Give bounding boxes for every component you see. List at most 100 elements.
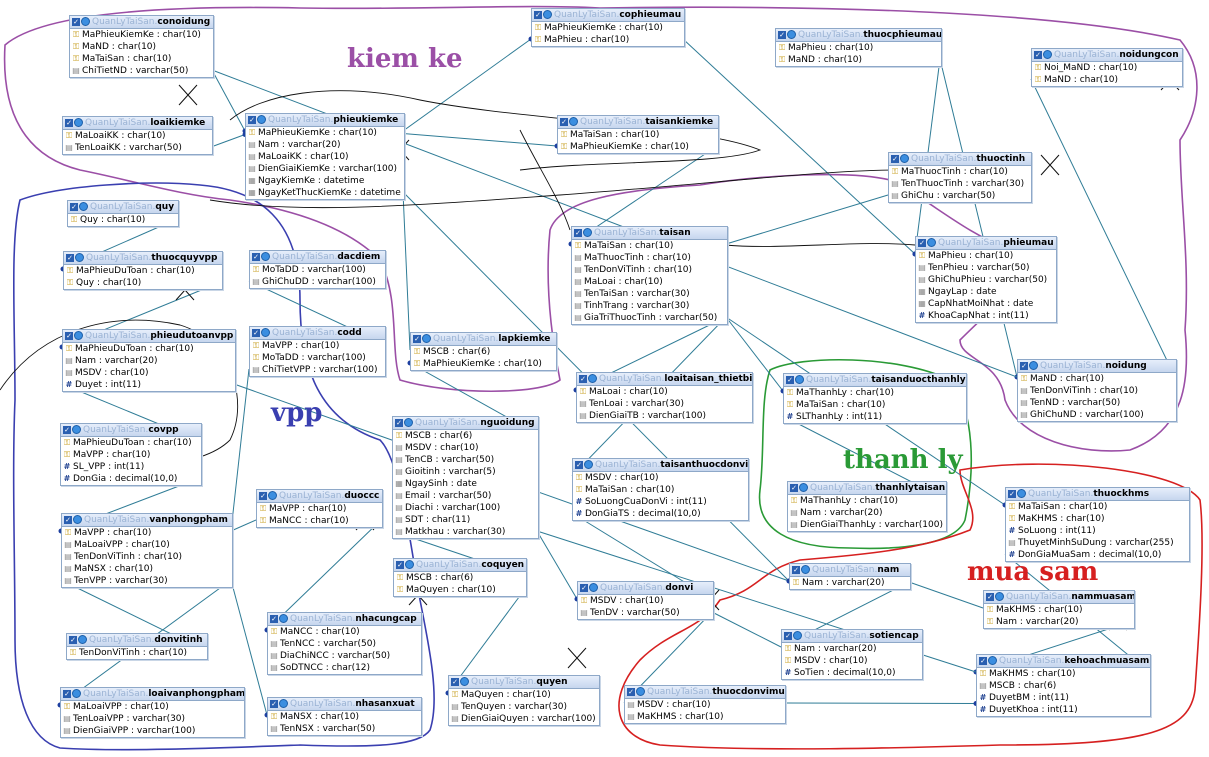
table-field[interactable]: ⚿MaPhieuKiemKe : char(10)	[411, 358, 556, 370]
table-field[interactable]: ⚿MaPhieuKiemKe : char(10)	[558, 141, 718, 153]
checkbox-icon[interactable]: ✓	[784, 631, 792, 640]
table-nhacungcap[interactable]: ✓QuanLyTaiSan.nhacungcap⚿MaNCC : char(10…	[267, 612, 422, 675]
table-thuocphieumau[interactable]: ✓QuanLyTaiSan.thuocphieumau⚿MaPhieu : ch…	[775, 28, 942, 67]
table-field[interactable]: ▤Matkhau : varchar(30)	[393, 526, 538, 538]
table-field[interactable]: ▤MSDV : char(10)	[625, 699, 785, 711]
table-field[interactable]: ▤DiaChiNCC : varchar(50)	[268, 650, 421, 662]
table-field[interactable]: ⚿MaVPP : char(10)	[250, 340, 385, 352]
checkbox-icon[interactable]: ✓	[270, 699, 278, 708]
table-duoccc[interactable]: ✓QuanLyTaiSan.duoccc⚿MaVPP : char(10)⚿Ma…	[256, 489, 383, 528]
table-field[interactable]: ▦NgayKetThucKiemKe : datetime	[246, 187, 404, 199]
checkbox-icon[interactable]: ✓	[579, 374, 587, 383]
table-donvi[interactable]: ✓QuanLyTaiSan.donvi⚿MSDV : char(10)▤TenD…	[577, 581, 714, 620]
checkbox-icon[interactable]: ✓	[627, 687, 635, 696]
table-field[interactable]: ⚿MaKHMS : char(10)	[977, 668, 1150, 680]
table-field[interactable]: ⚿MaThuocTinh : char(10)	[889, 166, 1031, 178]
table-field[interactable]: ▤TenQuyen : varchar(30)	[449, 701, 599, 713]
table-field[interactable]: ▤TenNSX : varchar(50)	[268, 723, 421, 735]
table-header[interactable]: ✓QuanLyTaiSan.loaikiemke	[63, 117, 212, 130]
table-field[interactable]: #Duyet : int(11)	[63, 379, 235, 391]
table-field[interactable]: #DuyetBM : int(11)	[977, 692, 1150, 704]
table-field[interactable]: #DonGiaTS : decimal(10,0)	[573, 508, 748, 520]
table-noidungcon[interactable]: ✓QuanLyTaiSan.noidungcon⚿Noi_MaND : char…	[1031, 48, 1183, 87]
table-field[interactable]: ⚿MaTaiSan : char(10)	[573, 484, 748, 496]
table-field[interactable]: ⚿Nam : varchar(20)	[984, 616, 1134, 628]
table-field[interactable]: #SoTien : decimal(10,0)	[782, 667, 922, 679]
table-field[interactable]: ⚿TenDonViTinh : char(10)	[67, 647, 207, 659]
checkbox-icon[interactable]: ✓	[395, 418, 403, 427]
table-header[interactable]: ✓QuanLyTaiSan.phieumau	[916, 237, 1056, 250]
table-header[interactable]: ✓QuanLyTaiSan.noidung	[1018, 360, 1176, 373]
table-field[interactable]: #DuyetKhoa : int(11)	[977, 704, 1150, 716]
table-field[interactable]: ▤Gioitinh : varchar(5)	[393, 466, 538, 478]
table-header[interactable]: ✓QuanLyTaiSan.thuocphieumau	[776, 29, 941, 42]
table-field[interactable]: ▤Diachi : varchar(100)	[393, 502, 538, 514]
table-field[interactable]: ⚿MaND : char(10)	[776, 54, 941, 66]
table-thuoctinh[interactable]: ✓QuanLyTaiSan.thuoctinh⚿MaThuocTinh : ch…	[888, 152, 1032, 203]
table-header[interactable]: ✓QuanLyTaiSan.covpp	[61, 424, 201, 437]
table-header[interactable]: ✓QuanLyTaiSan.donvitinh	[67, 634, 207, 647]
table-sotiencap[interactable]: ✓QuanLyTaiSan.sotiencap⚿Nam : varchar(20…	[781, 629, 923, 680]
table-field[interactable]: ⚿MaTaiSan : char(10)	[1006, 501, 1189, 513]
table-nhasanxuat[interactable]: ✓QuanLyTaiSan.nhasanxuat⚿MaNSX : char(10…	[267, 697, 422, 736]
table-header[interactable]: ✓QuanLyTaiSan.coquyen	[394, 559, 526, 572]
table-field[interactable]: ⚿MaLoaiKK : char(10)	[63, 130, 212, 142]
table-header[interactable]: ✓QuanLyTaiSan.noidungcon	[1032, 49, 1182, 62]
table-nguoidung[interactable]: ✓QuanLyTaiSan.nguoidung⚿MSCB : char(6) ▤M…	[392, 416, 539, 539]
checkbox-icon[interactable]: ✓	[396, 560, 404, 569]
table-field[interactable]: ⚿MaTaiSan : char(10)	[558, 129, 718, 141]
table-field[interactable]: ▤DienGiaiQuyen : varchar(100)	[449, 713, 599, 725]
table-header[interactable]: ✓QuanLyTaiSan.taisan	[572, 227, 727, 240]
table-header[interactable]: ✓QuanLyTaiSan.nguoidung	[393, 417, 538, 430]
table-field[interactable]: ⚿MaTaiSan : char(10)	[572, 240, 727, 252]
table-field[interactable]: ▤GiaTriThuocTinh : varchar(50)	[572, 312, 727, 324]
table-field[interactable]: ▤DienGiaiKiemKe : varchar(100)	[246, 163, 404, 175]
table-field[interactable]: #SL_VPP : int(11)	[61, 461, 201, 473]
table-thuocdonvimuasam[interactable]: ✓QuanLyTaiSan.thuocdonvimuasam▤MSDV : ch…	[624, 685, 786, 724]
table-field[interactable]: ⚿MaKHMS : char(10)	[984, 604, 1134, 616]
table-header[interactable]: ✓QuanLyTaiSan.taisankiemke	[558, 116, 718, 129]
table-field[interactable]: ▤SDT : char(11)	[393, 514, 538, 526]
table-field[interactable]: ⚿MoTaDD : varchar(100)	[250, 264, 385, 276]
checkbox-icon[interactable]: ✓	[1008, 489, 1016, 498]
table-field[interactable]: ⚿MaVPP : char(10)	[257, 503, 382, 515]
table-field[interactable]: ⚿MSDV : char(10)	[782, 655, 922, 667]
table-field[interactable]: ▤TenNCC : varchar(50)	[268, 638, 421, 650]
table-field[interactable]: ⚿MaLoai : char(10)	[577, 386, 752, 398]
table-field[interactable]: ⚿MaPhieu : char(10)	[776, 42, 941, 54]
table-field[interactable]: ▤TenDonViTinh : char(10)	[572, 264, 727, 276]
table-header[interactable]: ✓QuanLyTaiSan.quy	[68, 201, 178, 214]
table-dacdiem[interactable]: ✓QuanLyTaiSan.dacdiem⚿MoTaDD : varchar(1…	[249, 250, 386, 289]
table-field[interactable]: ▤TenThuocTinh : varchar(30)	[889, 178, 1031, 190]
table-field[interactable]: ⚿MaNCC : char(10)	[268, 626, 421, 638]
table-field[interactable]: ▤TenLoaiKK : varchar(50)	[63, 142, 212, 154]
table-field[interactable]: ▤TenDonViTinh : char(10)	[1018, 385, 1176, 397]
table-field[interactable]: #SLThanhLy : int(11)	[784, 411, 966, 423]
table-field[interactable]: ▤MaThuocTinh : char(10)	[572, 252, 727, 264]
table-header[interactable]: ✓QuanLyTaiSan.quyen	[449, 676, 599, 689]
table-field[interactable]: ▤TenDV : varchar(50)	[578, 607, 713, 619]
table-header[interactable]: ✓QuanLyTaiSan.donvi	[578, 582, 713, 595]
table-phieudutoanvpp[interactable]: ✓QuanLyTaiSan.phieudutoanvpp⚿MaPhieuDuTo…	[62, 329, 236, 392]
table-field[interactable]: ⚿MaPhieuKiemKe : char(10)	[532, 22, 684, 34]
table-field[interactable]: ⚿MSCB : char(6)	[393, 430, 538, 442]
table-field[interactable]: ▤TenTaiSan : varchar(30)	[572, 288, 727, 300]
table-field[interactable]: ⚿MaNCC : char(10)	[257, 515, 382, 527]
table-field[interactable]: ⚿MaQuyen : char(10)	[394, 584, 526, 596]
table-field[interactable]: ⚿MaND : char(10)	[70, 41, 213, 53]
checkbox-icon[interactable]: ✓	[66, 253, 74, 262]
table-nam[interactable]: ✓QuanLyTaiSan.nam⚿Nam : varchar(20)	[789, 563, 911, 590]
table-header[interactable]: ✓QuanLyTaiSan.conoidung	[70, 16, 213, 29]
table-field[interactable]: ⚿MaND : char(10)	[1018, 373, 1176, 385]
table-field[interactable]: ⚿MaPhieuKiemKe : char(10)	[246, 127, 404, 139]
checkbox-icon[interactable]: ✓	[786, 375, 794, 384]
table-taisanthuocdonvi[interactable]: ✓QuanLyTaiSan.taisanthuocdonvi⚿MSDV : ch…	[572, 458, 749, 521]
table-field[interactable]: ▤TenLoaiVPP : varchar(30)	[61, 713, 244, 725]
table-header[interactable]: ✓QuanLyTaiSan.cophieumau	[532, 9, 684, 22]
table-field[interactable]: ⚿MaKHMS : char(10)	[1006, 513, 1189, 525]
table-quy[interactable]: ✓QuanLyTaiSan.quy⚿Quy : char(10)	[67, 200, 179, 227]
table-field[interactable]: ⚿MSCB : char(6)	[394, 572, 526, 584]
table-field[interactable]: ▤DienGiaiTB : varchar(100)	[577, 410, 752, 422]
checkbox-icon[interactable]: ✓	[252, 252, 260, 261]
table-field[interactable]: ▤Email : varchar(50)	[393, 490, 538, 502]
